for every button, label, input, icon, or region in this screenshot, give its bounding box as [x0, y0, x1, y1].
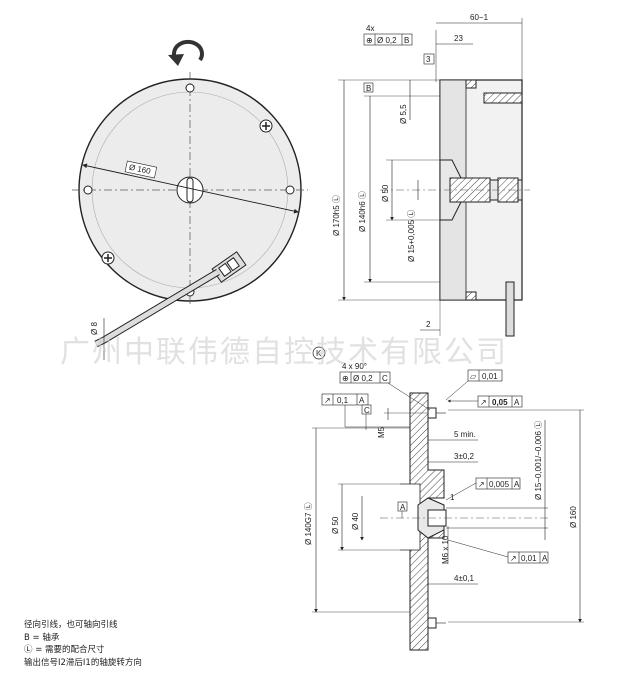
detail-chamfer: 4 x 90°	[342, 362, 367, 371]
svg-text:▱: ▱	[470, 372, 477, 381]
detail-pos-tol: Ø 0,2	[353, 374, 373, 383]
legend-line-3: Ⓛ = 需要的配合尺寸	[24, 645, 105, 655]
detail-m5: M5	[377, 426, 386, 438]
detail-dia-40: Ø 40	[351, 512, 360, 530]
legend-line-4: 输出信号I2滞后I1的轴旋转方向	[24, 657, 142, 668]
detail-ref-a5: A	[542, 554, 548, 563]
detail-dia-15: Ø 15−0,001/−0,006 Ⓛ	[534, 421, 543, 500]
side-len-23: 23	[454, 34, 463, 43]
svg-text:↗: ↗	[480, 398, 487, 407]
cable-connector	[211, 251, 247, 283]
detail-1: 1	[450, 493, 455, 502]
side-len-3: 3	[426, 55, 431, 64]
mounting-hole	[83, 83, 295, 297]
detail-dia-140: Ø 140G7 Ⓛ	[304, 502, 313, 545]
detail-dia-50: Ø 50	[331, 516, 340, 534]
detail-runout-005: 0,05	[492, 398, 508, 407]
watermark-text: 广州中联伟德自控技术有限公司	[60, 335, 508, 370]
screw-icon	[101, 119, 273, 265]
detail-dia-160: Ø 160	[569, 506, 578, 528]
detail-pos-ref: C	[382, 374, 388, 383]
svg-text:↗: ↗	[324, 396, 331, 405]
detail-ref-a1: A	[359, 396, 365, 405]
legend: 径向引线，也可轴向引线 B = 轴承 Ⓛ = 需要的配合尺寸 输出信号I2滞后I…	[24, 619, 142, 669]
side-len-2: 2	[426, 320, 431, 329]
svg-text:↗: ↗	[478, 480, 485, 489]
detail-marker: K	[316, 349, 322, 358]
detail-3: 3±0,2	[454, 452, 475, 461]
side-dim-170: Ø 170h5 Ⓛ	[332, 195, 341, 236]
detail-runout-01: 0,1	[337, 396, 349, 405]
detail-ref-c: C	[364, 406, 370, 415]
detail-ref-a4: A	[400, 503, 406, 512]
detail-ref-a2: A	[514, 398, 520, 407]
svg-text:⊕: ⊕	[366, 36, 373, 45]
side-dim-140: Ø 140h6 Ⓛ	[358, 191, 367, 232]
rotation-arrow-icon	[168, 39, 204, 66]
svg-text:↗: ↗	[510, 554, 517, 563]
detail-runout-0005: 0,005	[489, 480, 510, 489]
side-pos-tol: Ø 0,2	[377, 36, 397, 45]
detail-view: 4 x 90° ⊕ Ø 0,2 C ▱ 0,01 ↗ 0,1 A ↗ 0,05 …	[304, 362, 584, 651]
svg-text:⊕: ⊕	[342, 374, 349, 383]
side-dim-15: Ø 15+0,005 Ⓛ	[407, 210, 416, 262]
legend-line-2: B = 轴承	[24, 632, 60, 643]
side-ref-b: B	[366, 84, 371, 93]
top-view: Ø 160 Ø 8	[72, 39, 308, 360]
side-dim-55: Ø 5,5	[399, 104, 408, 124]
side-view: 4x ⊕ Ø 0,2 B 60−1 23 3 Ø 170h5 Ⓛ	[332, 13, 530, 337]
side-pos-ref: B	[404, 36, 409, 45]
side-pos-count: 4x	[366, 24, 374, 33]
top-dia-8-label: Ø 8	[90, 322, 99, 335]
detail-ref-a3: A	[514, 480, 520, 489]
side-len-60: 60−1	[470, 13, 489, 22]
detail-m6: M6 x 10	[441, 535, 450, 564]
side-dim-50: Ø 50	[381, 184, 390, 202]
detail-5-min: 5 min.	[454, 430, 476, 439]
detail-runout-001: 0,01	[521, 554, 537, 563]
detail-4: 4±0,1	[454, 574, 475, 583]
detail-flat-tol: 0,01	[482, 372, 498, 381]
legend-line-1: 径向引线，也可轴向引线	[24, 620, 118, 630]
